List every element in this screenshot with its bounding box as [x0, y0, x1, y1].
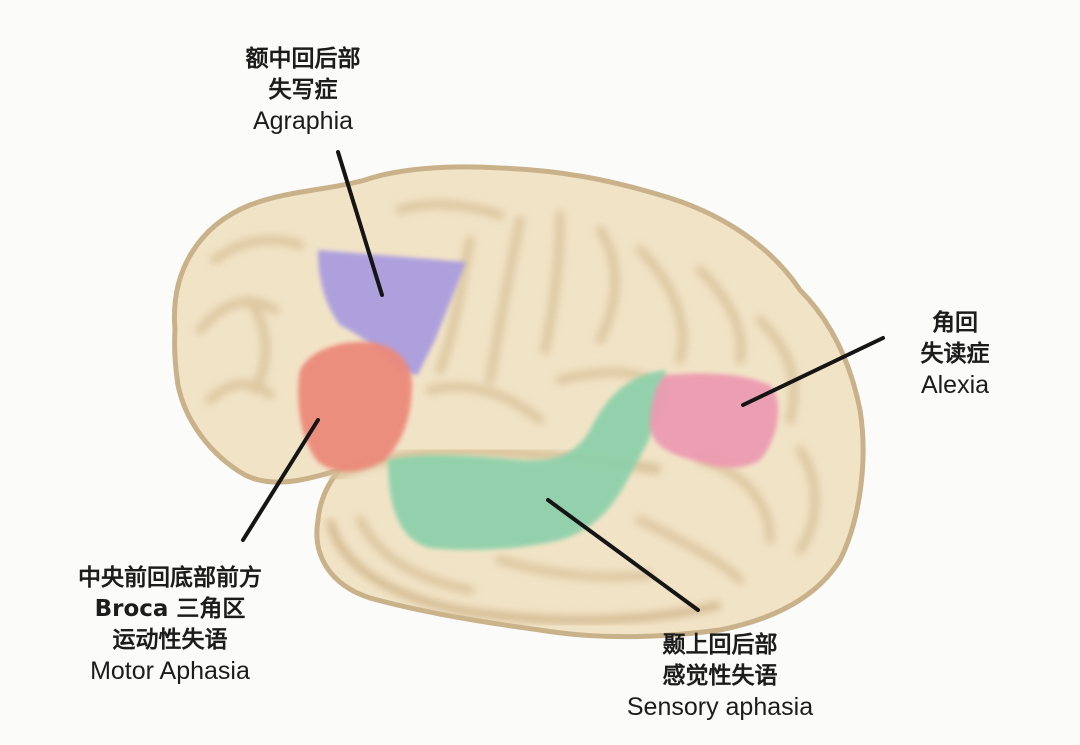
temporal-lobe-rim: [326, 519, 721, 625]
agraphia-term-cn: 失写症: [268, 77, 338, 103]
alexia-term-cn: 失读症: [920, 341, 990, 367]
agraphia-leader-line: [336, 150, 384, 297]
broca-area-name: Broca 三角区: [94, 596, 246, 622]
sensory-location: 颞上回后部: [662, 632, 778, 658]
agraphia-region: [318, 250, 466, 375]
sensory-term-cn: 感觉性失语: [662, 663, 778, 689]
broca-leader-line: [241, 418, 320, 542]
sensory-aphasia-region: [388, 370, 666, 550]
alexia-leader-line: [741, 336, 885, 407]
gyri-texture: [195, 200, 820, 595]
broca-location: 中央前回底部前方: [78, 565, 262, 591]
broca-label: 中央前回底部前方 Broca 三角区 运动性失语 Motor Aphasia: [40, 563, 300, 687]
sensory-term-en: Sensory aphasia: [626, 693, 814, 721]
broca-term-cn: 运动性失语: [112, 627, 228, 653]
broca-term-en: Motor Aphasia: [90, 657, 250, 685]
alexia-location: 角回: [932, 310, 978, 336]
sensory-leader-line: [546, 498, 700, 612]
alexia-region: [649, 373, 779, 468]
alexia-term-en: Alexia: [920, 371, 990, 399]
broca-region: [298, 341, 412, 472]
agraphia-term-en: Agraphia: [252, 107, 354, 135]
alexia-label: 角回 失读症 Alexia: [890, 308, 1020, 401]
agraphia-label: 额中回后部 失写症 Agraphia: [218, 44, 388, 137]
agraphia-location: 额中回后部: [245, 46, 361, 72]
sensory-aphasia-label: 颞上回后部 感觉性失语 Sensory aphasia: [590, 630, 850, 723]
